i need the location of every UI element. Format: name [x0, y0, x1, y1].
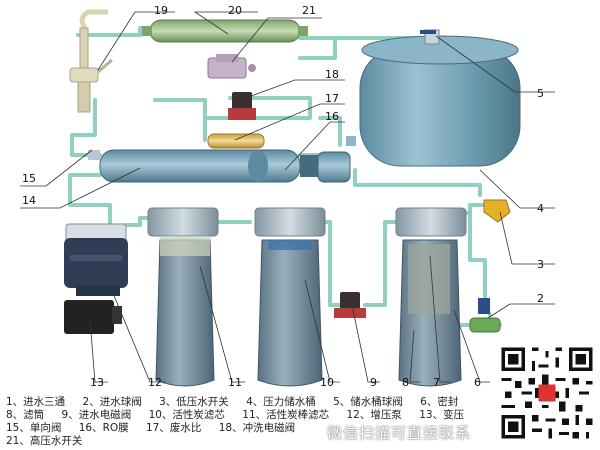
legend-item: 11、活性炭棒滤芯	[242, 409, 330, 421]
watermark-text: 微信扫描可直接联系	[327, 424, 472, 442]
legend-row: 8、滤筒 9、进水电磁阀 10、活性炭滤芯 11、活性炭棒滤芯 12、增压泵 1…	[6, 409, 496, 422]
legend-item: 3、低压水开关	[159, 396, 229, 408]
waste-ratio-valve	[207, 133, 265, 149]
inlet-solenoid	[334, 292, 366, 318]
flush-solenoid	[228, 92, 256, 120]
legend-item: 6、密封	[420, 396, 459, 408]
callout-20: 20	[228, 4, 242, 17]
callout-18: 18	[325, 68, 339, 81]
callout-3: 3	[537, 258, 544, 271]
filter-housing-2	[254, 207, 326, 387]
booster-pump	[64, 223, 128, 296]
filter-housing-3	[395, 207, 467, 387]
legend-item: 17、废水比	[145, 422, 202, 434]
legend-item: 2、进水球阀	[82, 396, 142, 408]
callout-4: 4	[537, 202, 544, 215]
high-pressure-switch	[207, 54, 256, 79]
callout-12: 12	[148, 376, 162, 389]
callout-17: 17	[325, 92, 339, 105]
callout-13: 13	[90, 376, 104, 389]
callout-14: 14	[22, 194, 36, 207]
legend-item: 15、单向阀	[6, 422, 62, 434]
legend-item: 5、储水桶球阀	[333, 396, 403, 408]
callout-11: 11	[228, 376, 242, 389]
legend-item: 8、滤筒	[6, 409, 45, 421]
pressure-tank	[346, 29, 521, 167]
legend-item: 18、冲洗电磁阀	[218, 422, 296, 434]
callout-7: 7	[433, 376, 440, 389]
legend-row: 1、进水三通 2、进水球阀 3、低压水开关 4、压力储水桶 5、储水桶球阀 6、…	[6, 396, 496, 409]
callout-16: 16	[325, 110, 339, 123]
legend-item: 13、变压	[419, 409, 465, 421]
callout-21: 21	[302, 4, 316, 17]
callouts	[20, 11, 555, 383]
legend-item: 9、进水电磁阀	[61, 409, 132, 421]
callout-numbers: 19 20 21 18 17 16 5 4 3 2 6 7 8 9 10 11 …	[22, 4, 544, 389]
callout-10: 10	[320, 376, 334, 389]
check-valve	[88, 150, 100, 160]
ro-membrane-housing	[99, 149, 351, 183]
callout-2: 2	[537, 292, 544, 305]
tubing	[68, 26, 502, 327]
transformer	[64, 300, 122, 334]
callout-5: 5	[537, 87, 544, 100]
callout-15: 15	[22, 172, 36, 185]
legend-item: 4、压力储水桶	[246, 396, 316, 408]
post-carbon-filter	[142, 19, 308, 43]
callout-9: 9	[370, 376, 377, 389]
callout-6: 6	[474, 376, 481, 389]
legend-item: 16、RO膜	[78, 422, 129, 434]
callout-19: 19	[154, 4, 168, 17]
legend-item: 1、进水三通	[6, 396, 66, 408]
legend-row: 21、高压水开关	[6, 435, 496, 448]
legend-row: 15、单向阀 16、RO膜 17、废水比 18、冲洗电磁阀	[6, 422, 496, 435]
callout-8: 8	[402, 376, 409, 389]
inlet-valve	[469, 298, 501, 333]
legend-item: 10、活性炭滤芯	[148, 409, 225, 421]
legend-item: 21、高压水开关	[6, 435, 83, 447]
filter-housing-1	[147, 207, 219, 387]
low-pressure-switch	[483, 199, 511, 223]
legend: 1、进水三通 2、进水球阀 3、低压水开关 4、压力储水桶 5、储水桶球阀 6、…	[6, 396, 496, 448]
legend-item: 12、增压泵	[346, 409, 402, 421]
faucet	[69, 9, 113, 113]
qr-code	[498, 344, 596, 442]
